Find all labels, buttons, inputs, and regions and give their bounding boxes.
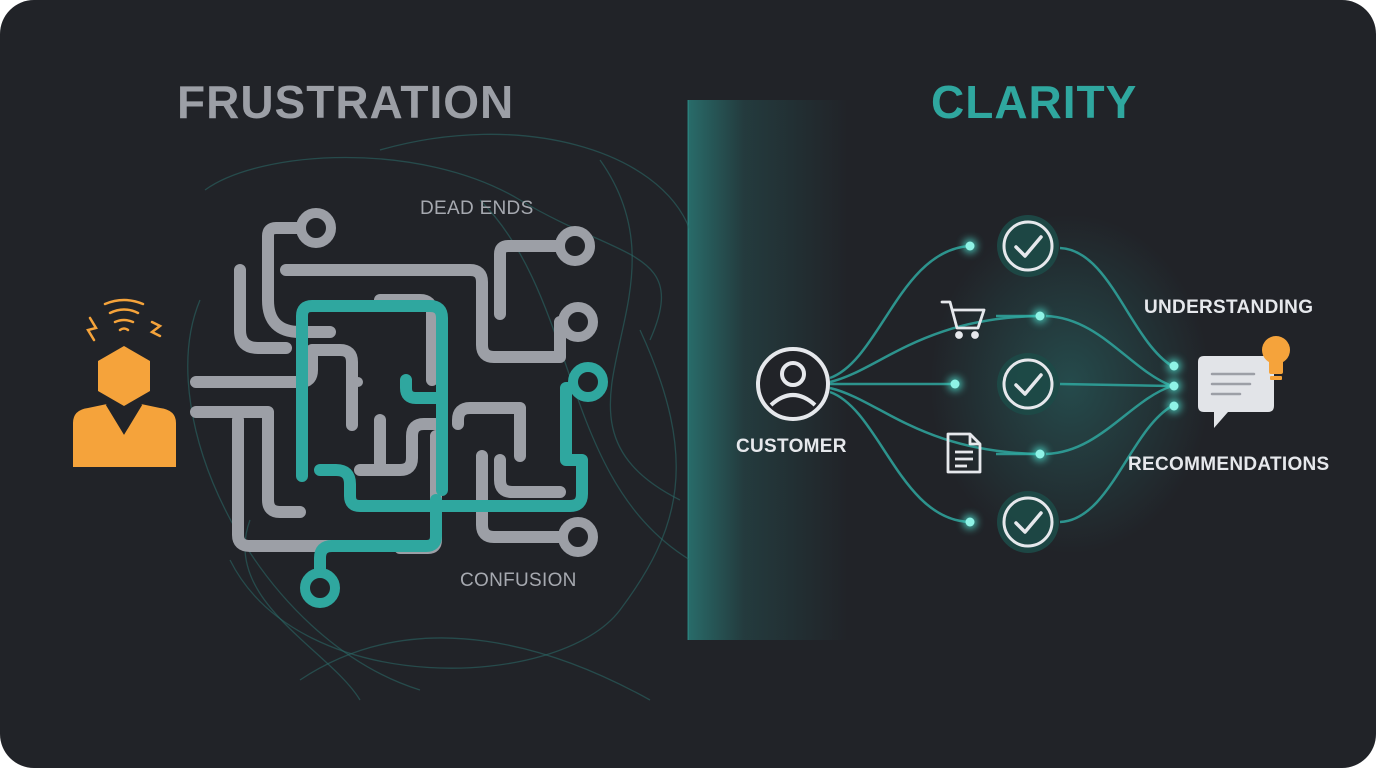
- maze-teal-pipes: [296, 300, 594, 591]
- clarity-heading: CLARITY: [931, 76, 1138, 128]
- check-circle-icon: [997, 353, 1059, 415]
- flow-lines: [829, 244, 1173, 524]
- maze-pipe-ends: [296, 208, 608, 608]
- confusion-label: CONFUSION: [460, 570, 577, 591]
- check-circle-icon: [997, 491, 1059, 553]
- chat-bubble-icon: [1198, 356, 1274, 428]
- customer-avatar-icon: [756, 347, 830, 421]
- recommendations-label: RECOMMENDATIONS: [1128, 454, 1330, 475]
- flow-dots: [948, 239, 1181, 529]
- frustrated-person-icon: [73, 298, 176, 467]
- cart-icon: [940, 300, 986, 339]
- frustration-heading: FRUSTRATION: [177, 76, 515, 128]
- understanding-label: UNDERSTANDING: [1144, 297, 1314, 318]
- dead-ends-label: DEAD ENDS: [420, 198, 534, 219]
- customer-label: CUSTOMER: [736, 436, 847, 457]
- document-icon: [946, 432, 982, 474]
- lightbulb-icon: [1262, 336, 1290, 380]
- check-circle-icon: [997, 215, 1059, 277]
